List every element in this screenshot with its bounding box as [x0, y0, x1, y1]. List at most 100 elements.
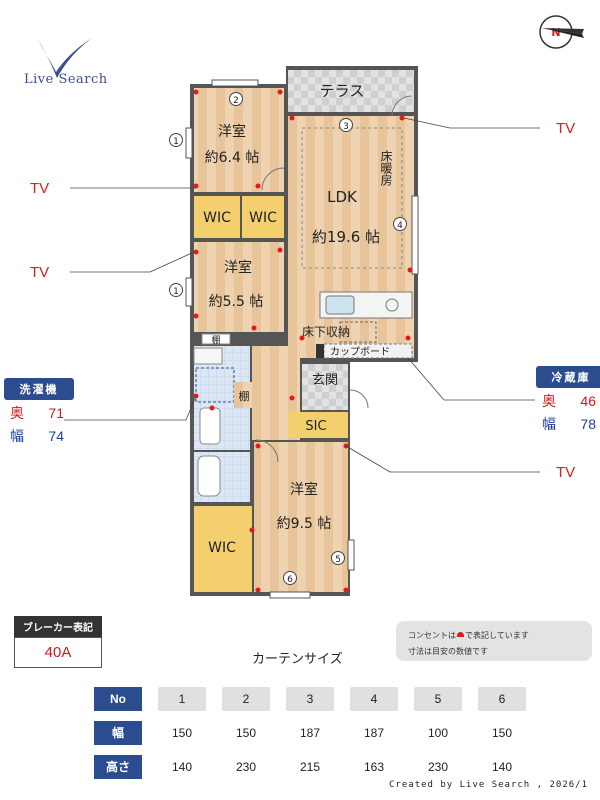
entrance-label: 玄関	[312, 373, 338, 388]
window-marker-5: 5	[331, 551, 345, 565]
kitchen-sink	[325, 295, 355, 315]
washer-width-label: 幅	[10, 428, 24, 444]
floor-heating-label: 床暖房	[379, 150, 393, 186]
curtain-size-title: カーテンサイズ	[252, 652, 343, 667]
curtain-row-width: 幅 150 150 187 187 100 150	[86, 716, 534, 750]
small-shelf-label: 棚	[211, 334, 220, 346]
footer-credit: Created by Live Search , 2026/1	[389, 780, 588, 790]
outlet-markers	[193, 89, 413, 593]
curtain-height-3: 215	[299, 760, 321, 774]
curtain-height-2: 230	[235, 760, 257, 774]
curtain-width-1: 150	[171, 726, 193, 740]
curtain-width-5: 100	[427, 726, 449, 740]
curtain-no-2: 2	[222, 687, 270, 711]
bathtub	[197, 455, 221, 497]
tv-label-western-room-2: TV	[30, 264, 50, 281]
tv-label-western-room-1: TV	[30, 180, 50, 197]
curtain-height-1: 140	[171, 760, 193, 774]
washer-size-box: 洗濯機 奥 71 幅 74	[4, 378, 74, 446]
window-marker-2: 2	[229, 92, 243, 106]
wic-1-label: WIC	[203, 210, 231, 226]
breaker-label: ブレーカー表記	[14, 616, 102, 637]
curtain-no-5: 5	[414, 687, 462, 711]
western-room-1-size: 約6.4 帖	[205, 150, 260, 166]
underfloor-storage	[339, 321, 377, 343]
washer-depth-label: 奥	[10, 405, 24, 421]
curtain-row-height: 高さ 140 230 215 163 230 140	[86, 750, 534, 784]
western-room-2	[194, 242, 284, 332]
fridge-depth-value: 46	[580, 393, 596, 409]
washbasin	[199, 407, 221, 445]
ldk-size: 約19.6 帖	[312, 228, 380, 246]
curtain-height-5: 230	[427, 760, 449, 774]
outlet-note: コンセントはで表記しています 寸法は目安の数値です	[396, 621, 592, 661]
note-line2: 寸法は目安の数値です	[408, 647, 488, 656]
svg-text:5: 5	[335, 555, 341, 565]
curtain-height-6: 140	[491, 760, 513, 774]
svg-text:3: 3	[343, 122, 349, 132]
kitchen-stove	[385, 298, 399, 312]
curtain-no-1: 1	[158, 687, 206, 711]
wic-2	[242, 196, 284, 238]
toilet	[193, 347, 223, 365]
entrance	[302, 364, 348, 410]
sic	[288, 412, 348, 438]
curtain-header-height: 高さ	[94, 755, 142, 779]
tv-label-ldk: TV	[556, 120, 576, 137]
window-marker-3: 3	[339, 118, 353, 132]
curtain-header-width: 幅	[94, 721, 142, 745]
curtain-row-no: No 1 2 3 4 5 6	[86, 682, 534, 716]
curtain-no-3: 3	[286, 687, 334, 711]
curtain-width-3: 187	[299, 726, 321, 740]
brand-name: Live Search	[24, 72, 108, 87]
window-marker-4: 4	[393, 217, 407, 231]
tv-label-western-room-3: TV	[556, 464, 576, 481]
svg-text:2: 2	[233, 96, 239, 106]
curtain-no-6: 6	[478, 687, 526, 711]
western-room-3	[254, 442, 348, 592]
outlet-symbol-icon	[457, 632, 464, 637]
svg-text:6: 6	[287, 575, 293, 585]
curtain-width-4: 187	[363, 726, 385, 740]
curtain-no-4: 4	[350, 687, 398, 711]
fridge-width-value: 78	[580, 416, 596, 432]
compass-north-label: N	[551, 26, 560, 39]
window-marker-1: 1	[169, 133, 183, 147]
window-marker-6: 6	[283, 571, 297, 585]
note-line1-start: コンセントは	[408, 631, 456, 640]
breaker-value: 40A	[14, 637, 102, 668]
window-marker-1b: 1	[169, 283, 183, 297]
curtain-width-6: 150	[491, 726, 513, 740]
leader-lines	[64, 117, 540, 473]
curtain-width-2: 150	[235, 726, 257, 740]
wic-1	[194, 196, 240, 238]
live-search-logo	[38, 38, 92, 78]
shelf-label: 棚	[239, 389, 250, 403]
underfloor-label: 床下収納	[302, 325, 350, 339]
western-room-2-name: 洋室	[224, 259, 252, 276]
washer-title: 洗濯機	[4, 378, 74, 400]
floor-plan: テラス 洋室 約6.4 帖 LDK 約19.6 帖 床暖房 床下収納 カップボー…	[64, 66, 540, 599]
cupboard-label: カップボード	[330, 346, 390, 358]
terrace	[288, 70, 414, 112]
note-line1-end: で表記しています	[465, 631, 529, 640]
fridge-width-label: 幅	[542, 416, 556, 432]
wic-3	[194, 506, 252, 592]
ldk-name: LDK	[327, 188, 358, 206]
svg-text:1: 1	[173, 287, 179, 297]
western-room-3-size: 約9.5 帖	[277, 516, 332, 532]
wic-3-label: WIC	[208, 540, 236, 556]
terrace-label: テラス	[320, 82, 365, 100]
svg-text:4: 4	[397, 221, 403, 231]
washer-width-value: 74	[48, 428, 64, 444]
compass-icon: N	[539, 15, 584, 49]
washer-depth-value: 71	[48, 405, 64, 421]
western-room-1-name: 洋室	[218, 123, 246, 140]
western-room-3-name: 洋室	[290, 481, 318, 498]
fridge-title: 冷蔵庫	[536, 366, 600, 388]
hall-shelf	[234, 382, 252, 408]
sic-label: SIC	[305, 419, 326, 434]
curtain-size-table: No 1 2 3 4 5 6 幅 150 150 187 187 100 150…	[86, 682, 534, 784]
western-room-1	[194, 88, 284, 192]
